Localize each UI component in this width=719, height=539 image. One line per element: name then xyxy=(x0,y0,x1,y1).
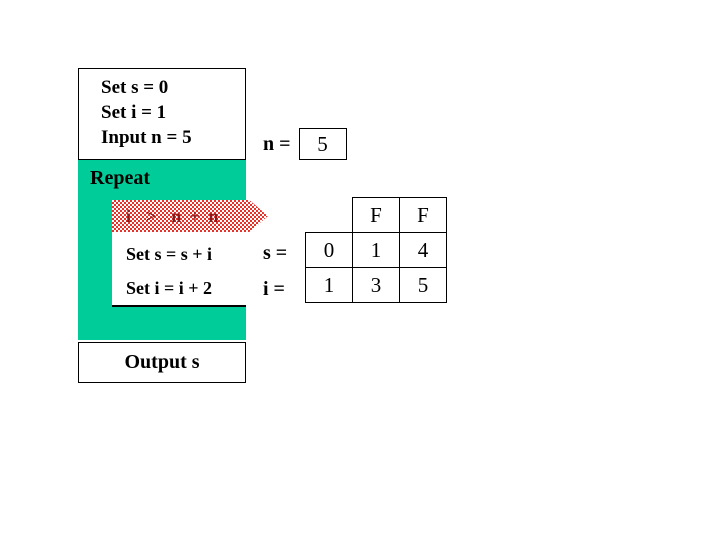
init-line-1: Set s = 0 xyxy=(101,77,169,98)
trace-row-label-i: i = xyxy=(263,278,285,300)
init-line-2: Set i = 1 xyxy=(101,102,167,123)
loop-body-box: Set s = s + i Set i = i + 2 xyxy=(112,232,246,307)
variable-n-value-box: 5 xyxy=(298,128,347,160)
variable-n-row: n = 5 xyxy=(263,128,347,160)
trace-cell-i-3: 5 xyxy=(399,267,447,303)
trace-cell-s-1: 0 xyxy=(305,232,353,268)
init-line-3: Input n = 5 xyxy=(101,127,192,148)
init-process-box: Set s = 0 Set i = 1 Input n = 5 xyxy=(78,68,246,160)
repeat-label: Repeat xyxy=(90,167,150,189)
trace-cell-empty xyxy=(305,197,353,233)
trace-cell-i-1: 1 xyxy=(305,267,353,303)
trace-grid: F F 0 1 4 1 3 5 xyxy=(305,197,447,303)
table-row: 0 1 4 xyxy=(305,232,447,268)
loop-condition-arrow: i > n + n xyxy=(112,200,268,232)
trace-row-labels: s = i = xyxy=(263,235,287,307)
loop-body-line-1: Set s = s + i xyxy=(126,244,213,264)
trace-cell-s-3: 4 xyxy=(399,232,447,268)
trace-cell-s-2: 1 xyxy=(352,232,400,268)
repeat-loop-block: Repeat i > n + n Set s = s + i Set i = i… xyxy=(78,160,268,340)
loop-body-line-2: Set i = i + 2 xyxy=(126,278,213,298)
trace-cell-cond-2: F xyxy=(399,197,447,233)
output-process-box: Output s xyxy=(78,342,246,383)
trace-row-label-s: s = xyxy=(263,242,288,264)
table-row: F F xyxy=(305,197,447,233)
variable-n-label: n = xyxy=(263,132,291,155)
table-row: 1 3 5 xyxy=(305,267,447,303)
trace-cell-cond-1: F xyxy=(352,197,400,233)
trace-cell-i-2: 3 xyxy=(352,267,400,303)
loop-condition-text: i > n + n xyxy=(126,205,221,226)
